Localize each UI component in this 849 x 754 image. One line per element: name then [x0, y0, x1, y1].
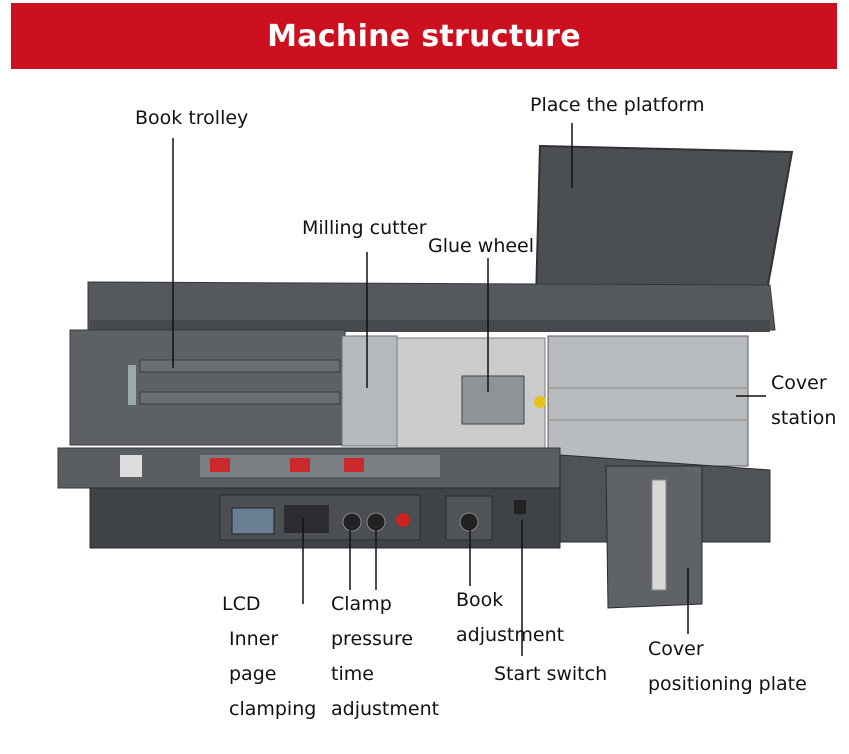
- label-book-adjustment: Book adjustment: [456, 589, 565, 646]
- label-start-switch: Start switch: [494, 663, 608, 685]
- label-book-trolley: Book trolley: [135, 107, 249, 129]
- label-place-platform: Place the platform: [530, 94, 705, 116]
- title-banner: Machine structure: [11, 3, 837, 69]
- page-title: Machine structure: [267, 18, 581, 54]
- label-cover-station: Cover station: [771, 372, 837, 429]
- book-trolley-block: [69, 329, 346, 446]
- label-milling-cutter: Milling cutter: [302, 217, 427, 239]
- leader-lines: [172, 123, 766, 656]
- cover-station-area: [547, 335, 749, 467]
- label-cover-positioning-plate: Cover positioning plate: [648, 638, 807, 695]
- machine-back-rail: [87, 281, 776, 331]
- label-glue-wheel: Glue wheel: [428, 235, 535, 257]
- lcd-screen: [231, 507, 275, 535]
- platform-panel: [534, 144, 794, 302]
- label-lcd: LCD: [222, 593, 261, 615]
- milling-cutter-area: [341, 335, 398, 447]
- label-clamp-pressure-time-adjustment: Clamp pressure time adjustment: [331, 593, 440, 720]
- label-inner-page-clamping: Inner page clamping: [229, 628, 317, 720]
